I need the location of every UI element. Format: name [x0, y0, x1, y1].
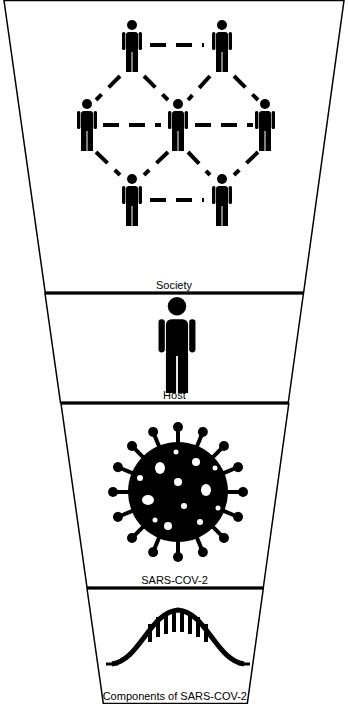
band-label: Components of SARS-COV-2	[87, 690, 263, 702]
dashed-link	[188, 152, 210, 175]
person-icon	[255, 99, 275, 151]
funnel-band: Host	[45, 293, 303, 403]
dashed-link	[96, 152, 120, 175]
band-outline	[61, 403, 289, 588]
dashed-link	[188, 76, 210, 100]
person-icon	[212, 174, 232, 226]
dashed-link	[150, 198, 204, 202]
person-icon	[168, 99, 188, 151]
band-shape	[45, 294, 303, 403]
dashed-link	[234, 76, 258, 100]
band-outline	[87, 588, 263, 704]
person-icon	[122, 20, 142, 72]
dashed-link	[150, 43, 204, 47]
rna-strand	[106, 610, 250, 664]
band-dividers	[45, 293, 304, 588]
funnel-band: SARS-COV-2	[61, 403, 289, 588]
network-links	[96, 45, 258, 200]
people	[77, 20, 275, 226]
person-icon	[212, 20, 232, 72]
band-shape	[61, 404, 289, 588]
band-label: SARS-COV-2	[61, 574, 289, 586]
funnel-band: Society	[4, 0, 344, 293]
dashed-link	[103, 123, 161, 127]
person-icon	[122, 174, 142, 226]
band-outline	[4, 0, 344, 293]
band-label: Host	[45, 389, 303, 401]
band-shape	[4, 1, 344, 293]
virus-icon	[108, 422, 248, 562]
dashed-link	[96, 76, 120, 100]
dashed-link	[234, 152, 258, 175]
funnel-band: Components of SARS-COV-2	[87, 588, 263, 704]
dashed-link	[195, 123, 253, 127]
host-icon	[159, 297, 196, 393]
dashed-link	[144, 152, 168, 175]
band-shape	[87, 589, 263, 704]
band-label: Society	[4, 279, 344, 291]
band-outline	[45, 293, 303, 403]
person-icon	[77, 99, 97, 151]
dashed-link	[144, 76, 168, 100]
